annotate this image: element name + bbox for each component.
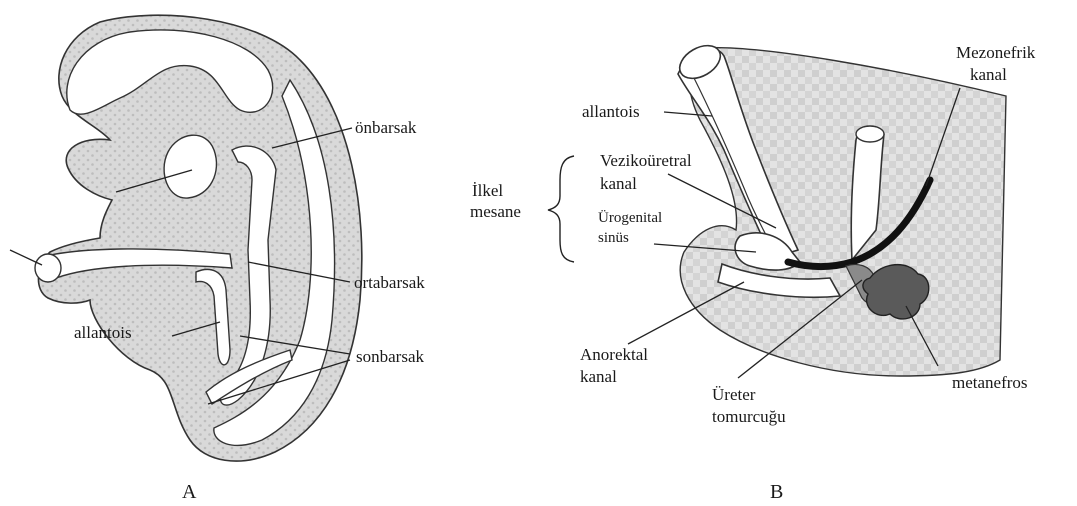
leader-left-stalk (10, 250, 42, 265)
label-midgut: ortabarsak (354, 273, 425, 292)
figure-b: Mezonefrik kanal allantois Vezikoüretral… (470, 39, 1036, 503)
label-primitive-bladder-1: İlkel (472, 181, 503, 200)
panel-label-a: A (182, 481, 197, 503)
label-mesonephric-2: kanal (970, 65, 1007, 84)
figure-a: önbarsak ortabarsak allantois sonbarsak … (10, 15, 425, 503)
label-metanephros: metanefros (952, 373, 1028, 392)
label-urogenital-1: Ürogenital (598, 209, 662, 226)
label-vesicourethral-1: Vezikoüretral (600, 151, 692, 170)
label-ureteric-2: tomurcuğu (712, 407, 786, 426)
label-urogenital-2: sinüs (598, 230, 629, 246)
allantois-end-a (35, 254, 61, 282)
label-anorectal-2: kanal (580, 367, 617, 386)
label-anorectal-1: Anorektal (580, 345, 648, 364)
label-allantois-b: allantois (582, 102, 640, 121)
bladder-bracket (548, 156, 574, 262)
label-ureteric-1: Üreter (712, 385, 756, 404)
label-primitive-bladder-2: mesane (470, 202, 521, 221)
panel-label-b: B (770, 481, 783, 503)
vertical-tube-top (856, 126, 884, 142)
label-foregut: önbarsak (355, 118, 417, 137)
label-allantois-a: allantois (74, 323, 132, 342)
label-hindgut: sonbarsak (356, 347, 424, 366)
label-mesonephric-1: Mezonefrik (956, 43, 1036, 62)
label-vesicourethral-2: kanal (600, 174, 637, 193)
